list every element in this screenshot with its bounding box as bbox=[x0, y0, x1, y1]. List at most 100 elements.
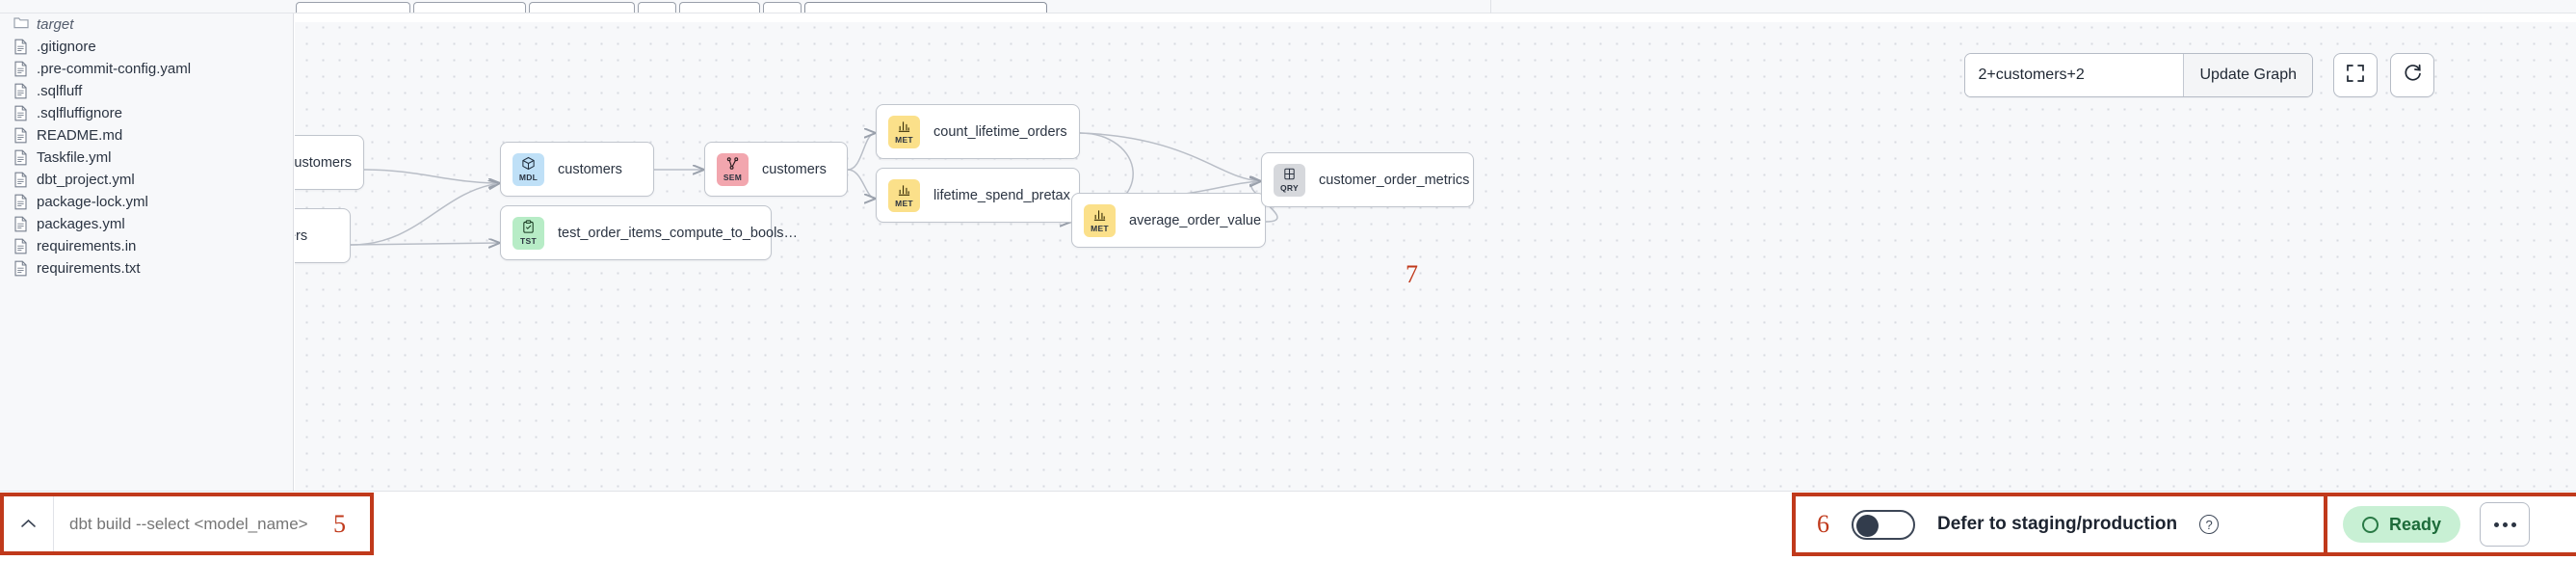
status-badge[interactable]: Ready bbox=[2343, 506, 2461, 543]
file-icon bbox=[13, 127, 28, 144]
canvas-top-band bbox=[295, 13, 2576, 22]
file-name: package-lock.yml bbox=[37, 194, 148, 210]
file-explorer-sidebar[interactable]: target .gitignore .pre-commit-config.yam… bbox=[0, 13, 294, 491]
dag-node-label: tg_customers bbox=[295, 154, 353, 171]
dag-node-count_lifetime_orders[interactable]: MET count_lifetime_orders bbox=[876, 104, 1080, 159]
editor-tab[interactable] bbox=[679, 2, 760, 13]
editor-tab[interactable] bbox=[763, 2, 802, 13]
ellipsis-icon bbox=[2493, 521, 2516, 527]
graph-selector-input[interactable] bbox=[1965, 54, 2184, 96]
file-icon bbox=[13, 105, 28, 121]
file-icon bbox=[13, 260, 28, 277]
file-name: Taskfile.yml bbox=[37, 149, 112, 166]
dag-edges bbox=[350, 13, 1278, 491]
dag-node-test_order_items[interactable]: TST test_order_items_compute_to_bools… bbox=[500, 205, 798, 260]
defer-toggle-knob bbox=[1856, 514, 1879, 537]
dag-node-label: count_lifetime_orders bbox=[933, 123, 1067, 140]
file-icon bbox=[13, 238, 28, 254]
node-type-badge-met-icon: MET bbox=[888, 115, 920, 148]
file-name: packages.yml bbox=[37, 216, 125, 232]
file-name: dbt_project.yml bbox=[37, 172, 135, 188]
question-mark-icon[interactable]: ? bbox=[2199, 515, 2220, 534]
dag-node-label: orders bbox=[295, 227, 308, 244]
node-type-badge-mdl-icon: MDL bbox=[513, 152, 544, 186]
node-type-badge-tst-icon: TST bbox=[513, 216, 544, 250]
file-row[interactable]: .sqlfluff bbox=[0, 80, 293, 102]
file-icon bbox=[13, 61, 28, 77]
file-row[interactable]: requirements.in bbox=[0, 235, 293, 257]
dag-node-label: customers bbox=[762, 161, 827, 177]
status-circle-icon bbox=[2362, 516, 2379, 533]
update-graph-button[interactable]: Update Graph bbox=[2183, 54, 2312, 96]
file-name: README.md bbox=[37, 127, 123, 144]
file-name: requirements.in bbox=[37, 238, 137, 254]
editor-tab[interactable] bbox=[529, 2, 635, 13]
more-options-button[interactable] bbox=[2480, 502, 2531, 547]
editor-tab[interactable] bbox=[638, 2, 676, 13]
file-icon bbox=[13, 216, 28, 232]
tab-strip-divider bbox=[1490, 0, 1491, 13]
file-name: target bbox=[37, 16, 74, 33]
file-row[interactable]: package-lock.yml bbox=[0, 191, 293, 213]
node-type-badge-met-icon: MET bbox=[888, 178, 920, 212]
file-row[interactable]: .sqlfluffignore bbox=[0, 102, 293, 124]
node-type-badge-met-icon: MET bbox=[1084, 203, 1116, 237]
file-name: .sqlfluffignore bbox=[37, 105, 122, 121]
annotation-number-6: 6 bbox=[1817, 510, 1829, 538]
file-row[interactable]: target bbox=[0, 13, 293, 36]
dag-node-stg_customers[interactable]: tg_customers bbox=[295, 135, 364, 190]
defer-toggle-label: Defer to staging/production bbox=[1937, 514, 2178, 534]
dag-node-label: lifetime_spend_pretax bbox=[933, 187, 1070, 203]
defer-toggle[interactable] bbox=[1852, 509, 1915, 540]
editor-tab-active[interactable] bbox=[804, 2, 1047, 13]
file-row[interactable]: Taskfile.yml bbox=[0, 147, 293, 169]
file-name: .sqlfluff bbox=[37, 83, 83, 99]
editor-tabs bbox=[294, 0, 1491, 13]
file-icon bbox=[13, 39, 28, 55]
editor-tab[interactable] bbox=[296, 2, 410, 13]
file-row[interactable]: dbt_project.yml bbox=[0, 169, 293, 191]
dbt-command-input[interactable] bbox=[54, 496, 370, 551]
file-icon bbox=[13, 194, 28, 210]
file-row[interactable]: requirements.txt bbox=[0, 257, 293, 280]
defer-toggle-area: 6 Defer to staging/production ? bbox=[1792, 493, 2335, 556]
fullscreen-icon bbox=[2345, 63, 2366, 89]
graph-selector-group: Update Graph bbox=[1964, 53, 2313, 97]
file-name: .gitignore bbox=[37, 39, 96, 55]
file-name: requirements.txt bbox=[37, 260, 141, 277]
refresh-button[interactable] bbox=[2390, 53, 2434, 97]
command-bar bbox=[0, 493, 374, 555]
file-list: target .gitignore .pre-commit-config.yam… bbox=[0, 13, 293, 280]
dag-node-average_order_value[interactable]: MET average_order_value bbox=[1071, 193, 1266, 248]
file-row[interactable]: .gitignore bbox=[0, 36, 293, 58]
editor-tab-strip bbox=[0, 0, 2576, 13]
file-icon bbox=[13, 149, 28, 166]
editor-tab[interactable] bbox=[413, 2, 526, 13]
file-row[interactable]: packages.yml bbox=[0, 213, 293, 235]
annotation-number-7: 7 bbox=[1406, 260, 1418, 288]
dag-node-label: test_order_items_compute_to_bools… bbox=[558, 225, 799, 241]
file-row[interactable]: .pre-commit-config.yaml bbox=[0, 58, 293, 80]
file-row[interactable]: README.md bbox=[0, 124, 293, 147]
chevron-up-icon[interactable] bbox=[4, 496, 54, 551]
annotation-number-5: 5 bbox=[333, 510, 346, 538]
dag-node-lifetime_spend_pretax[interactable]: MET lifetime_spend_pretax bbox=[876, 168, 1080, 223]
dag-node-customers_sem[interactable]: SEM customers bbox=[704, 142, 848, 197]
dag-node-customers_model[interactable]: MDL customers bbox=[500, 142, 654, 197]
refresh-icon bbox=[2402, 62, 2424, 89]
graph-toolbar: Update Graph bbox=[1964, 53, 2434, 97]
fullscreen-button[interactable] bbox=[2333, 53, 2378, 97]
graph-toolbar-icons bbox=[2333, 53, 2434, 97]
status-area: Ready bbox=[2324, 493, 2576, 556]
status-label: Ready bbox=[2389, 514, 2442, 534]
file-icon bbox=[13, 172, 28, 188]
dag-node-stg_orders[interactable]: orders bbox=[295, 208, 351, 263]
file-icon bbox=[13, 83, 28, 99]
dag-node-label: customers bbox=[558, 161, 622, 177]
folder-icon bbox=[13, 16, 29, 33]
node-type-badge-sem-icon: SEM bbox=[717, 152, 749, 186]
dag-node-label: average_order_value bbox=[1129, 212, 1262, 228]
